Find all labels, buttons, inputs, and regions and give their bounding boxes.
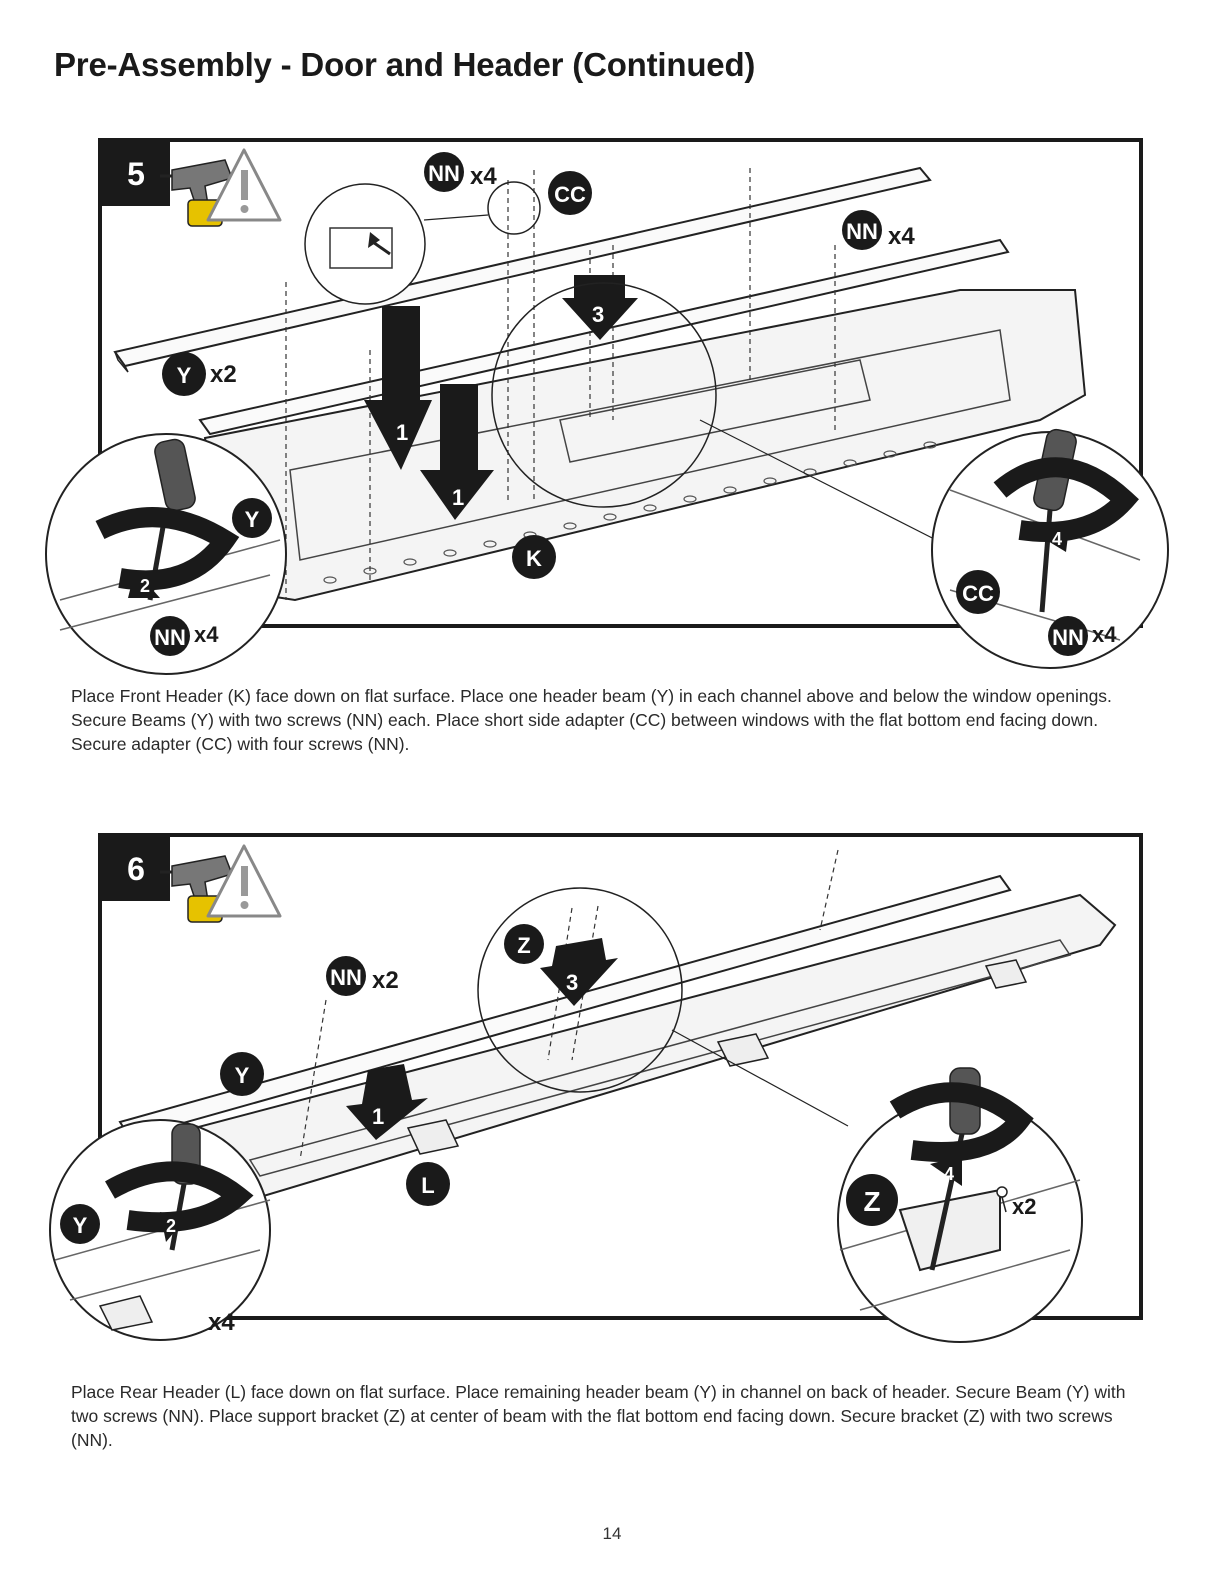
callout-z-zoom: Z xyxy=(846,1174,898,1226)
warning-icon xyxy=(206,844,282,918)
svg-text:CC: CC xyxy=(554,182,586,207)
step-5-illustration: 1 1 3 NN x4 CC NN x4 Y x2 K xyxy=(45,148,1169,675)
callout-y-left: Y x2 xyxy=(162,352,237,396)
arrow-step-4: 4 xyxy=(930,1156,962,1186)
warning-icon xyxy=(206,148,282,222)
arrow-step-1b: 1 xyxy=(420,384,494,520)
svg-text:3: 3 xyxy=(566,970,578,995)
arrow-step-1a: 1 xyxy=(364,306,432,470)
svg-text:CC: CC xyxy=(962,581,994,606)
orientation-arrow-icon xyxy=(329,227,393,269)
callout-nn-zoom-right: NN x4 xyxy=(1048,616,1117,656)
svg-text:NN: NN xyxy=(154,625,186,650)
svg-text:x2: x2 xyxy=(210,361,237,388)
callout-nn-right: NN x4 xyxy=(842,210,915,250)
zoom-circle-left xyxy=(49,1119,271,1341)
callout-nn-zoom-left: NN x4 xyxy=(150,616,219,656)
zoom-circle-center xyxy=(491,282,717,508)
svg-text:NN: NN xyxy=(846,219,878,244)
svg-text:1: 1 xyxy=(396,420,408,445)
svg-text:2: 2 xyxy=(166,1216,176,1236)
zoom-circle-orientation xyxy=(304,183,426,305)
svg-text:NN: NN xyxy=(428,161,460,186)
callout-cc-top: CC xyxy=(548,171,592,215)
svg-text:K: K xyxy=(526,546,542,571)
step-number: 6 xyxy=(102,837,170,901)
svg-text:Z: Z xyxy=(863,1186,880,1217)
svg-text:Y: Y xyxy=(235,1063,250,1088)
svg-text:4: 4 xyxy=(944,1164,954,1184)
svg-text:NN: NN xyxy=(1052,625,1084,650)
zoom-highlight-adapter xyxy=(487,181,541,235)
callout-cc-zoom: CC xyxy=(956,570,1000,614)
svg-text:2: 2 xyxy=(140,576,150,596)
zoom-left-quantity: x4 xyxy=(208,1309,235,1336)
callout-l: L xyxy=(406,1162,450,1206)
svg-text:Y: Y xyxy=(73,1213,88,1238)
svg-text:Y: Y xyxy=(177,363,192,388)
arrow-step-2: 2 xyxy=(160,1212,186,1242)
step-6-instruction: Place Rear Header (L) face down on flat … xyxy=(71,1382,1126,1450)
svg-text:L: L xyxy=(421,1173,434,1198)
svg-text:1: 1 xyxy=(452,485,464,510)
callout-y-zoom: Y xyxy=(60,1204,100,1244)
zoom-circle-right xyxy=(837,1067,1083,1343)
zoom-right-quantity: x2 xyxy=(1012,1194,1036,1219)
svg-text:x4: x4 xyxy=(1092,622,1117,647)
svg-text:x4: x4 xyxy=(194,622,219,647)
svg-text:1: 1 xyxy=(372,1104,384,1129)
callout-y-zoom: Y xyxy=(232,498,272,538)
callout-y: Y xyxy=(220,1052,264,1096)
callout-z-top: Z xyxy=(504,924,544,964)
arrow-step-3: 3 xyxy=(562,275,638,340)
header-beam-y-top xyxy=(113,166,932,373)
arrow-step-2: 2 xyxy=(128,570,160,598)
svg-text:Z: Z xyxy=(517,933,530,958)
arrow-step-4: 4 xyxy=(1038,520,1070,552)
svg-text:Y: Y xyxy=(245,507,260,532)
arrow-step-3: 3 xyxy=(540,938,618,1006)
step-5-instruction: Place Front Header (K) face down on flat… xyxy=(71,686,1112,754)
zoom-circle-center xyxy=(477,887,683,1093)
svg-text:3: 3 xyxy=(592,302,604,327)
callout-nn: NN x2 xyxy=(326,956,399,996)
svg-text:NN: NN xyxy=(330,965,362,990)
svg-text:x4: x4 xyxy=(888,223,915,250)
svg-text:4: 4 xyxy=(1052,529,1062,549)
step-number: 5 xyxy=(102,142,170,206)
page-number: 14 xyxy=(602,1524,622,1543)
callout-nn-top: NN x4 xyxy=(424,152,497,192)
callout-k: K xyxy=(512,535,556,579)
zoom-circle-left xyxy=(45,433,287,675)
arrow-step-1: 1 xyxy=(346,1064,428,1140)
svg-text:x2: x2 xyxy=(372,967,399,994)
svg-text:x4: x4 xyxy=(470,163,497,190)
page-title: Pre-Assembly - Door and Header (Continue… xyxy=(54,46,756,83)
screw-icon xyxy=(996,1186,1008,1213)
